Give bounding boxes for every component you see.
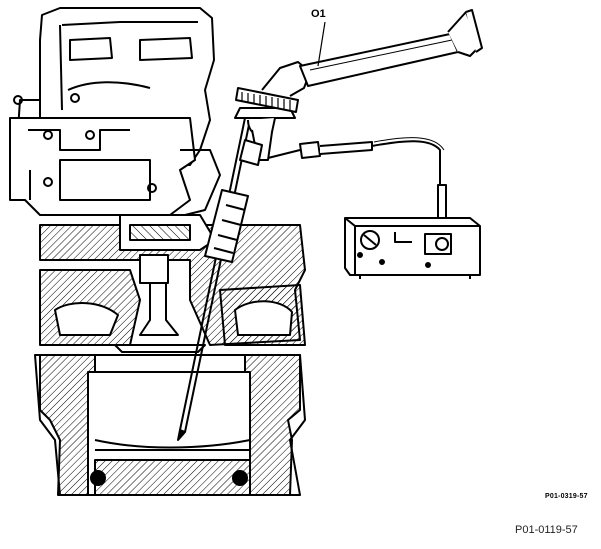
- exhaust-port: [219, 284, 306, 346]
- eyepiece-tube: [261, 9, 483, 97]
- callout-label-o1: O1: [311, 8, 326, 20]
- cylinder-head: [9, 117, 221, 216]
- intake-port: [39, 269, 141, 346]
- light-source-unit: [344, 217, 481, 279]
- borescope-probe: [177, 117, 251, 441]
- probe-head: [234, 87, 299, 166]
- valve: [114, 254, 206, 353]
- drawing-ref-main: P01-0119-57: [515, 524, 578, 536]
- engine-block: [34, 354, 306, 496]
- drawing-ref-small: P01-0319-57: [545, 493, 588, 500]
